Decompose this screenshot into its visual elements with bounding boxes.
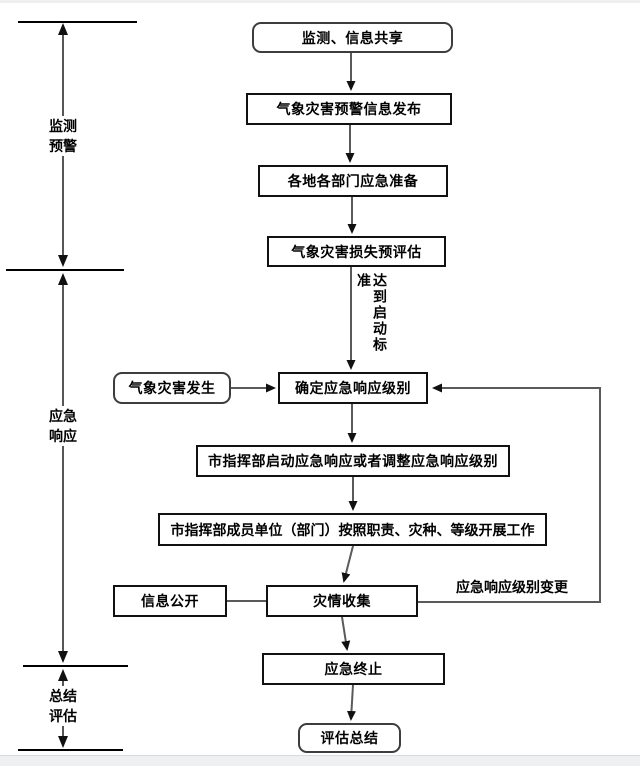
phase-label-line: 应急: [49, 408, 77, 424]
flow-node-disaster-info-collection: 灾情收集: [266, 585, 418, 617]
flow-node-evaluation-summary: 评估总结: [298, 723, 401, 753]
flow-node-warning-release: 气象灾害预警信息发布: [246, 93, 452, 125]
connector-feedback-level-change: [418, 383, 601, 603]
edge-label-response-level-change: 应急响应级别变更: [456, 577, 568, 597]
bracket-arrowheads: [58, 23, 68, 748]
connector-termination-to-summary: [346, 684, 356, 721]
phase-label-line: 评估: [49, 708, 77, 724]
phase-label-response: 应急 响应: [37, 406, 89, 446]
phase-label-line: 总结: [49, 688, 77, 704]
flow-node-loss-preassessment: 气象灾害损失预评估: [267, 236, 446, 267]
bottom-edge-band: [0, 755, 640, 766]
flow-node-determine-level: 确定应急响应级别: [278, 372, 428, 404]
flow-node-monitor-share: 监测、信息共享: [252, 22, 453, 53]
flow-node-emergency-termination: 应急终止: [262, 653, 445, 685]
top-edge-band: [0, 0, 640, 3]
connector-collection-to-termination: [341, 616, 351, 651]
phase-label-summary: 总结 评估: [37, 686, 89, 726]
flow-node-members-carry-out-work: 市指挥部成员单位（部门）按照职责、灾种、等级开展工作: [158, 513, 547, 546]
phase-label-monitoring: 监测 预警: [37, 116, 89, 156]
flow-node-dept-preparation: 各地各部门应急准备: [258, 165, 448, 197]
flow-node-info-disclosure: 信息公开: [113, 585, 227, 617]
connector-members-to-collection: [341, 545, 354, 583]
flow-node-start-or-adjust-response: 市指挥部启动应急响应或者调整应急响应级别: [196, 445, 510, 477]
phase-label-line: 响应: [49, 428, 77, 444]
edge-label-activation-criteria: 达到启动标准: [356, 273, 388, 365]
phase-label-line: 监测: [49, 118, 77, 134]
flow-node-disaster-occurs: 气象灾害发生: [113, 372, 231, 404]
phase-label-line: 预警: [49, 138, 77, 154]
